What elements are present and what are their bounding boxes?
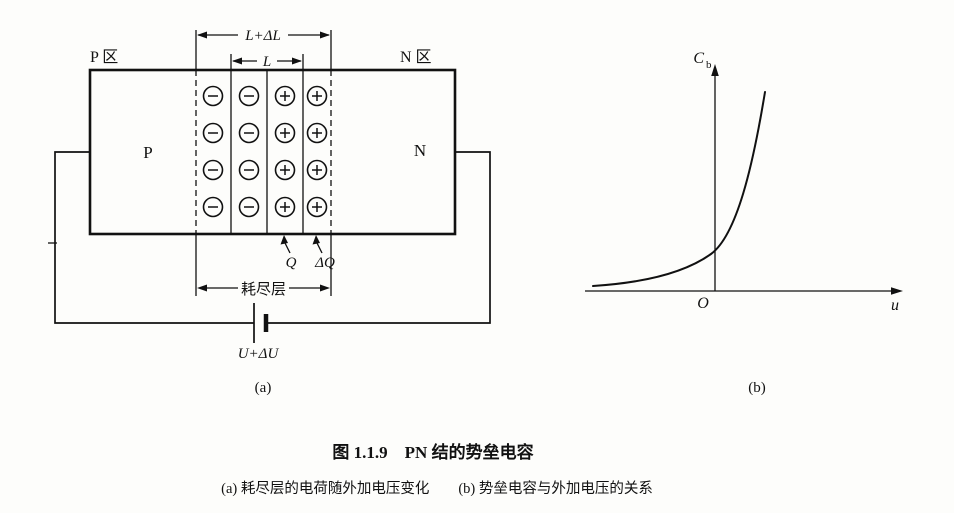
y-axis-label-subscript: b: [706, 59, 712, 71]
pointer-line: [315, 241, 323, 254]
arrowhead-right-icon: [292, 57, 302, 65]
arrowhead-left-icon: [197, 31, 207, 39]
arrowhead-left-icon: [197, 284, 207, 292]
arrowhead-left-icon: [232, 57, 242, 65]
figure-caption: 图 1.1.9 PN 结的势垒电容 (a) 耗尽层的电荷随外加电压变化 (b) …: [221, 442, 653, 497]
y-axis-arrowhead-icon: [711, 64, 719, 76]
minus-charge-icon: [202, 85, 224, 107]
capacitance-curve: [592, 91, 766, 287]
minus-charge-icon: [202, 196, 224, 218]
minus-charge-icon: [238, 85, 260, 107]
arrowhead-up-icon: [312, 235, 320, 245]
battery-icon: [253, 303, 269, 343]
charge-grid: [202, 85, 328, 218]
minus-charge-icon: [202, 159, 224, 181]
depletion-layer-annotation: 耗尽层: [197, 281, 330, 298]
p-region-label: P 区: [90, 49, 118, 66]
pointer-line: [283, 241, 291, 254]
inner-width-dimension: L: [232, 54, 302, 70]
plus-charge-icon: [274, 196, 296, 218]
charge-dq-label: ΔQ: [314, 255, 335, 271]
inner-width-label: L: [262, 54, 271, 70]
outer-width-dimension: L+ΔL: [197, 28, 330, 44]
arrowhead-right-icon: [320, 284, 330, 292]
wire-right: [266, 151, 491, 324]
caption-subtitle: (a) 耗尽层的电荷随外加电压变化 (b) 势垒电容与外加电压的关系: [221, 480, 653, 497]
origin-label: O: [697, 295, 709, 312]
plus-charge-icon: [306, 122, 328, 144]
outer-width-label: L+ΔL: [244, 28, 281, 44]
p-bulk-label: P: [143, 143, 152, 162]
minus-charge-icon: [238, 122, 260, 144]
plus-charge-icon: [306, 196, 328, 218]
plus-charge-icon: [274, 159, 296, 181]
x-axis-label: u: [891, 297, 899, 314]
caption-title: 图 1.1.9 PN 结的势垒电容: [332, 442, 533, 462]
n-bulk-label: N: [414, 141, 426, 160]
arrowhead-up-icon: [280, 235, 288, 245]
plus-charge-icon: [306, 85, 328, 107]
subfigure-b-label: (b): [748, 380, 766, 396]
capacitance-curve-diagram: C b u O (b): [585, 50, 903, 396]
minus-charge-icon: [238, 159, 260, 181]
charge-q-pointer: Q: [280, 235, 297, 271]
plus-charge-icon: [274, 122, 296, 144]
charge-q-label: Q: [286, 255, 297, 271]
minus-charge-icon: [202, 122, 224, 144]
pn-junction-diagram: P 区 N 区 L+ΔL: [48, 28, 491, 396]
voltage-label: U+ΔU: [238, 346, 280, 362]
arrowhead-right-icon: [320, 31, 330, 39]
charge-dq-pointer: ΔQ: [312, 235, 335, 271]
y-axis-label: C: [693, 50, 704, 67]
x-axis-arrowhead-icon: [891, 287, 903, 295]
minus-charge-icon: [238, 196, 260, 218]
plus-charge-icon: [306, 159, 328, 181]
n-region-label: N 区: [400, 49, 432, 66]
plus-charge-icon: [274, 85, 296, 107]
depletion-layer-label: 耗尽层: [241, 281, 286, 298]
wire-left: [54, 151, 254, 324]
subfigure-a-label: (a): [255, 380, 272, 396]
